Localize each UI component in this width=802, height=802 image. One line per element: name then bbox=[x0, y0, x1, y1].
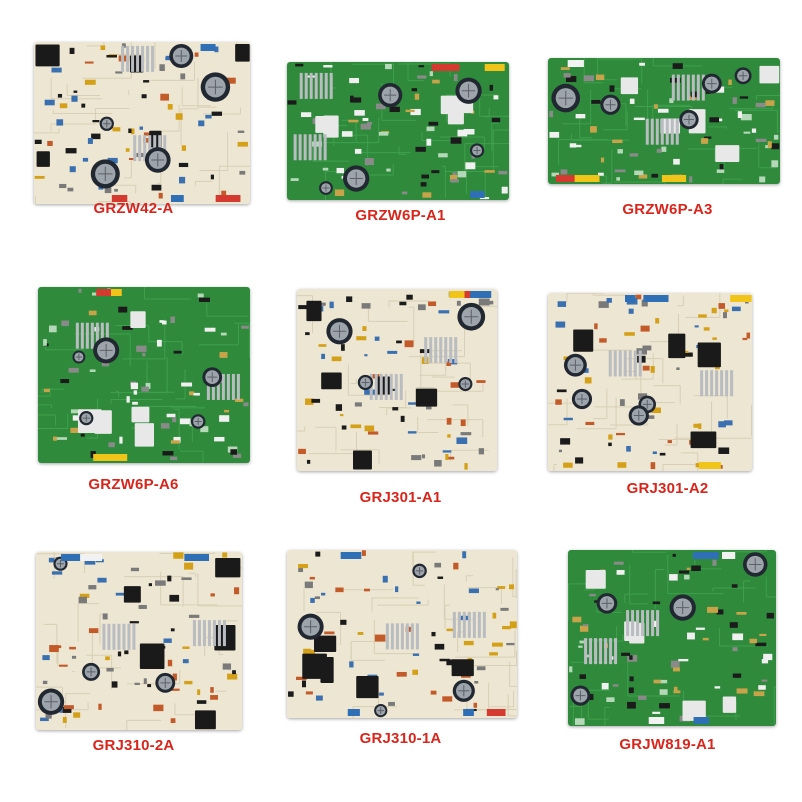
board-cell-4: GRZW6P-A6 bbox=[0, 267, 267, 534]
pcb-photo bbox=[36, 552, 242, 730]
board-label: GRJ310-1A bbox=[359, 730, 442, 747]
board-cell-6: GRJ301-A2 bbox=[534, 267, 801, 534]
pcb-photo bbox=[38, 287, 250, 463]
pcb-photo bbox=[287, 62, 509, 200]
board-cell-8: GRJ310-1A bbox=[267, 534, 534, 801]
board-label: GRZW42-A bbox=[93, 200, 174, 217]
board-cell-3: GRZW6P-A3 bbox=[534, 0, 801, 267]
pcb-photo bbox=[548, 58, 780, 184]
board-cell-9: GRJW819-A1 bbox=[534, 534, 801, 801]
board-cell-2: GRZW6P-A1 bbox=[267, 0, 534, 267]
pcb-photo bbox=[297, 289, 497, 471]
pcb-photo bbox=[287, 550, 517, 718]
pcb-photo bbox=[548, 293, 752, 471]
board-label: GRZW6P-A3 bbox=[622, 201, 713, 218]
pcb-photo bbox=[568, 550, 776, 726]
board-cell-7: GRJ310-2A bbox=[0, 534, 267, 801]
board-label: GRJ301-A2 bbox=[626, 480, 709, 497]
board-label: GRZW6P-A1 bbox=[355, 207, 446, 224]
board-label: GRJW819-A1 bbox=[619, 736, 716, 753]
board-cell-5: GRJ301-A1 bbox=[267, 267, 534, 534]
board-label: GRJ301-A1 bbox=[359, 489, 442, 506]
board-label: GRJ310-2A bbox=[92, 737, 175, 754]
board-label: GRZW6P-A6 bbox=[88, 476, 179, 493]
board-cell-1: GRZW42-A bbox=[0, 0, 267, 267]
pcb-photo bbox=[34, 42, 250, 204]
